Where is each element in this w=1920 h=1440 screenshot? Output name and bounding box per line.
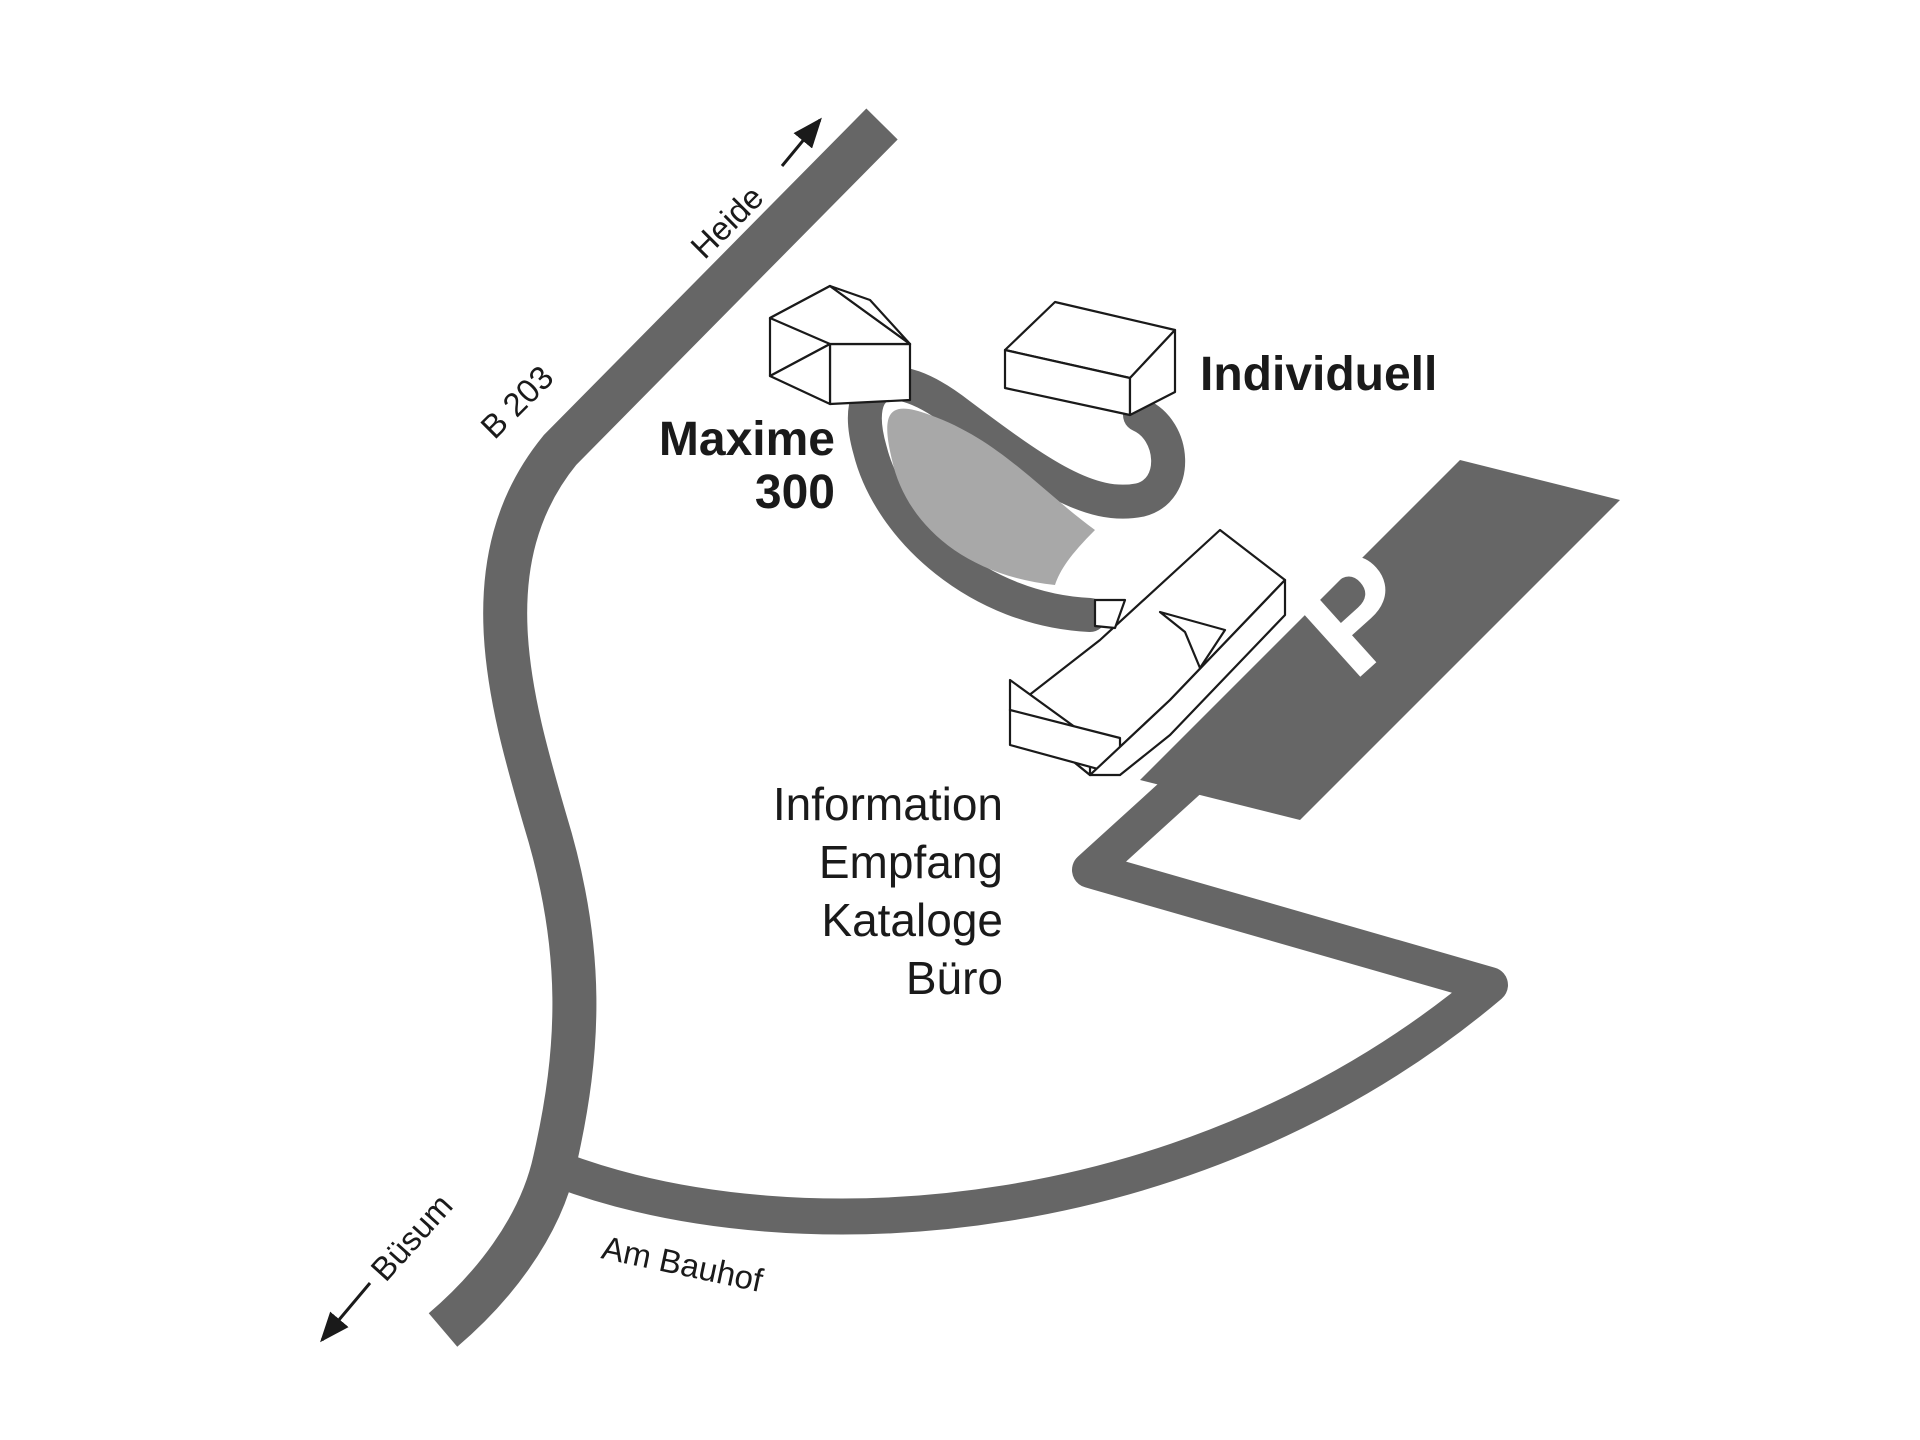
pond <box>887 408 1095 585</box>
building-individuell <box>1003 300 1177 417</box>
road-b203 <box>428 108 898 1347</box>
label-am-bauhof: Am Bauhof <box>599 1229 767 1299</box>
arrow-buesum <box>320 1282 372 1343</box>
label-individuell: Individuell <box>1200 348 1437 401</box>
label-info-2: Empfang <box>819 836 1003 888</box>
pond-loop-path <box>847 366 1186 632</box>
label-maxime-line2: 300 <box>755 466 835 519</box>
label-info-1: Information <box>773 778 1003 830</box>
label-maxime-line1: Maxime <box>659 413 835 466</box>
label-info-4: Büro <box>906 952 1003 1004</box>
arrow-heide <box>780 117 822 167</box>
building-information <box>1008 528 1287 777</box>
parking-lot <box>1140 460 1620 820</box>
building-maxime <box>768 284 912 406</box>
label-info-3: Kataloge <box>821 894 1003 946</box>
road-am-bauhof <box>553 756 1508 1235</box>
label-buesum: Büsum <box>363 1187 459 1288</box>
